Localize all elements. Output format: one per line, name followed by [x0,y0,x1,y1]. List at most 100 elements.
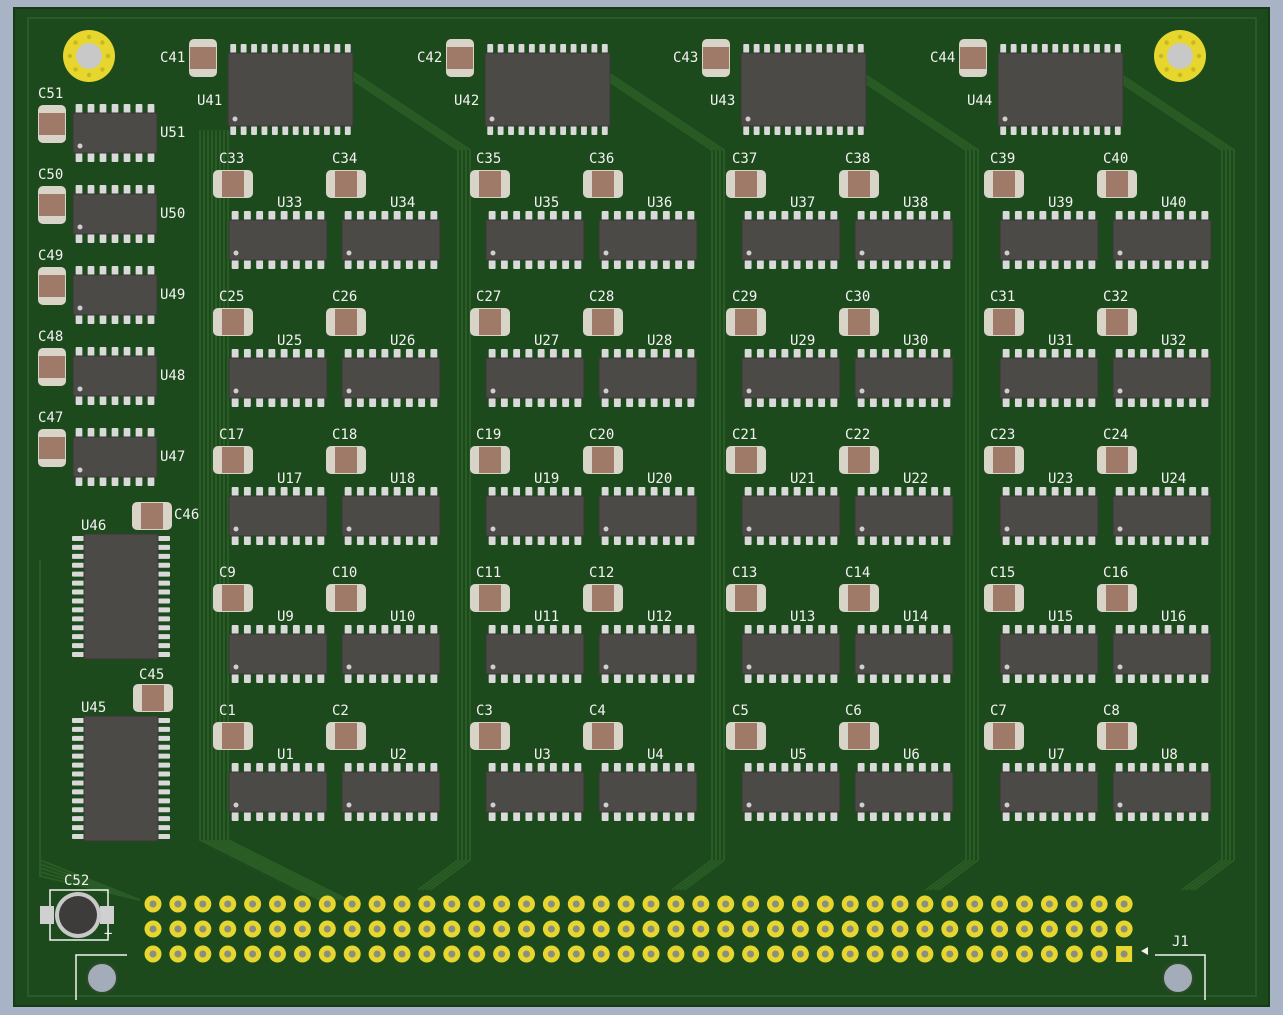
ic-body [741,771,841,813]
ic-body [227,52,354,127]
label-u47: U47 [160,449,186,465]
ic-pin [769,763,777,772]
ic-pin [906,487,914,496]
via-dot [73,40,78,45]
ic-pin [1014,260,1022,269]
ic-u16 [1112,625,1212,683]
pin1-marker [490,388,496,394]
ic-pin [344,674,352,683]
cap-body [335,309,357,335]
ic-pin [805,126,812,135]
ic-body [341,495,441,537]
ic-pin [869,812,877,821]
ic-pin [393,536,401,545]
ic-pin [601,487,609,496]
ic-pin [87,477,95,486]
ic-pin [1094,126,1100,135]
ic-pin [1114,44,1121,53]
ic-pin [1140,398,1148,407]
label-j1: J1 [1172,934,1189,950]
ic-pin [805,763,813,772]
ic-pin [292,812,300,821]
pad-hole [871,900,879,908]
ic-pin [769,398,777,407]
ic-pin [405,674,413,683]
pad-hole [996,925,1004,933]
pin1-marker [1004,250,1010,256]
ic-pin [72,553,84,559]
ic-pin [158,535,170,541]
pad-hole [946,925,954,933]
ic-pin [158,807,170,813]
cap-c27 [470,308,510,336]
ic-pin [560,126,567,135]
ic-pin [72,598,84,604]
ic-body [72,193,158,235]
ic-pin [562,211,570,220]
ic-pin [882,674,890,683]
cap-body [222,723,244,749]
ic-pin [1031,126,1038,135]
ic-pin [1088,211,1096,220]
ic-pin [75,347,83,356]
pin1-marker [490,250,496,256]
ic-pin [869,625,877,634]
label-c23: C23 [990,427,1016,443]
label-u10: U10 [390,609,416,625]
ic-pin [111,477,119,486]
ic-pin [123,185,131,194]
ic-pin [906,674,914,683]
ic-pin [857,763,865,772]
ic-pin [793,211,801,220]
ic-pin [87,315,95,324]
ic-u4 [598,763,698,821]
cap-body [592,585,614,611]
cap-c26 [326,308,366,336]
ic-pin [430,349,438,358]
pad-hole [398,950,406,958]
ic-pin [562,349,570,358]
ic-pin [231,763,239,772]
pad-hole [846,900,854,908]
ic-pin [418,260,426,269]
ic-pin [918,487,926,496]
pad-hole [547,925,555,933]
ic-pin [268,674,276,683]
ic-pin [769,812,777,821]
copper-trace [857,69,979,891]
ic-pin [662,536,670,545]
label-c4: C4 [589,703,606,719]
ic-pin [931,674,939,683]
ic-pin [650,260,658,269]
ic-pin [1152,812,1160,821]
pad-hole [597,925,605,933]
label-u34: U34 [390,195,416,211]
ic-pin [305,674,313,683]
ic-pin [764,126,770,135]
cap-body [703,47,729,69]
ic-pin [487,126,494,135]
ic-pin [292,487,300,496]
ic-pin [818,812,826,821]
ic-body [999,219,1099,261]
ic-pin [931,260,939,269]
via-dot [1191,40,1196,45]
ic-pin [1176,398,1184,407]
ic-pin [158,726,170,732]
ic-pin [1115,763,1123,772]
ic-pin [1189,674,1197,683]
ic-u28 [598,349,698,407]
ic-pin [305,763,313,772]
ic-pin [769,536,777,545]
ic-pin [756,487,764,496]
ic-pin [369,625,377,634]
pad-hole [373,900,381,908]
ic-pin [918,812,926,821]
pin1-marker [490,802,496,808]
label-c47: C47 [38,410,64,426]
ic-u51 [72,104,158,162]
label-c41: C41 [160,50,186,66]
ic-pin [72,780,84,786]
ic-pin [528,44,535,53]
ic-pin [243,487,251,496]
